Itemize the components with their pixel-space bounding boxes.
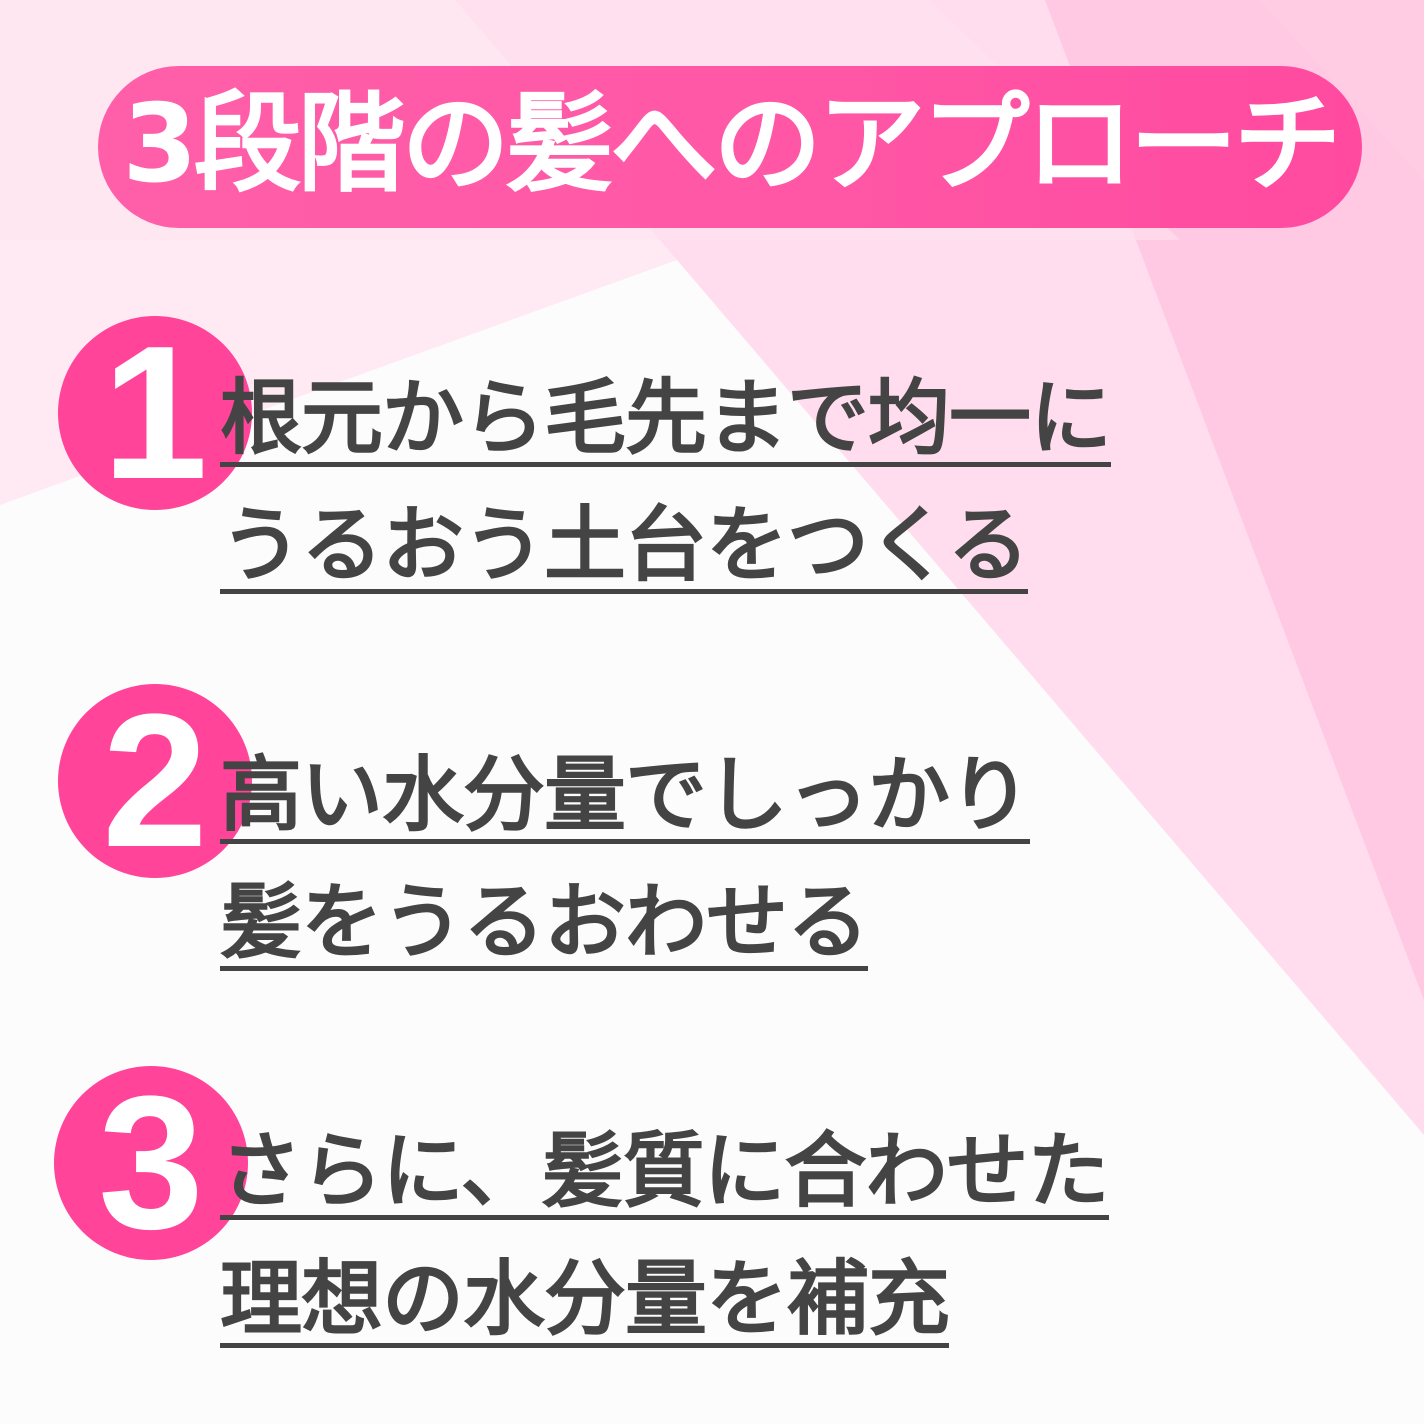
step-3-badge: 3 [54,1066,248,1260]
step-1-line-1: 根元から毛先まで均一に [220,371,1112,467]
step-2-line-1: 高い水分量でしっかり [220,748,1031,844]
step-3-line-2: 理想の水分量を補充 [220,1252,950,1348]
step-1-number: 1 [102,307,208,519]
step-2-line-2: 髪をうるおわせる [220,875,869,971]
step-1-badge: 1 [58,316,252,510]
step-2-badge: 2 [58,684,252,878]
step-3-number: 3 [98,1057,204,1269]
title-banner: 3段階の髪へのアプローチ [98,66,1362,228]
step-1-line-2: うるおう土台をつくる [220,498,1029,594]
step-3-line-1: さらに、髪質に合わせた [220,1124,1110,1220]
page-title: 3段階の髪へのアプローチ [122,82,1341,207]
step-2-number: 2 [102,675,208,887]
